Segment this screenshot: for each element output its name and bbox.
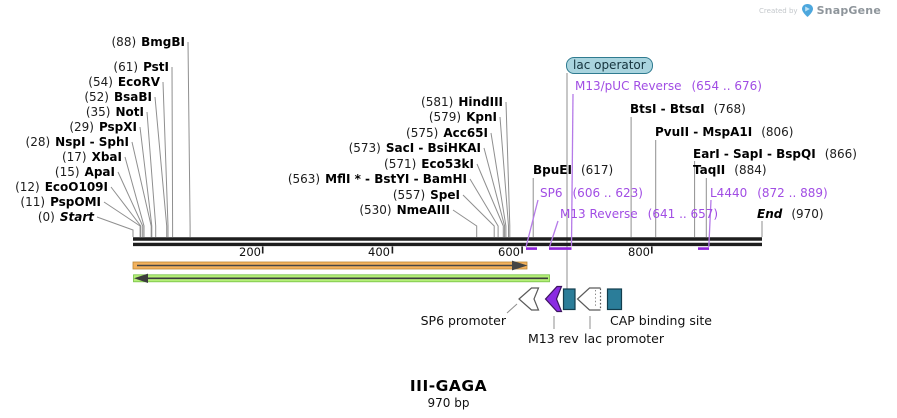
snapgene-watermark: Created by SnapGene [759, 4, 881, 17]
axis-tick-800: 800 [628, 245, 650, 259]
enzyme-label-nmeaiii: (530)NmeAIII [359, 203, 450, 217]
sp6-promoter-glyph [518, 287, 540, 311]
enzyme-label-spei: (557)SpeI [392, 188, 460, 202]
sequence-title: III-GAGA [409, 377, 488, 395]
feature-label-leader-lines [506, 303, 591, 329]
enzyme-label-ecorv: (54)EcoRV [88, 75, 160, 89]
primer-label-m13-puc-reverse: M13/pUC Reverse(654 .. 676) [575, 79, 762, 93]
enzyme-label-bsabi: (52)BsaBI [84, 90, 152, 104]
start-label: (0)Start [37, 210, 94, 224]
axis-tick-600: 600 [498, 245, 520, 259]
enzyme-label-apai: (15)ApaI [54, 165, 115, 179]
enzyme-label-pspomi: (11)PspOMI [20, 195, 101, 209]
leader-lines-middle [452, 101, 511, 237]
enzyme-label-taqii: TaqII(884) [693, 163, 767, 177]
enzyme-label-ecoo109i: (12)EcoO109I [15, 180, 108, 194]
axis-tick-400: 400 [368, 245, 390, 259]
scale-ticks [261, 246, 653, 254]
enzyme-label-eari-sapi-bspqi: EarI - SapI - BspQI(866) [693, 147, 857, 161]
lac-operator-glyph [562, 288, 576, 311]
cap-binding-site-glyph [606, 288, 623, 311]
primer-label-sp6: SP6(606 .. 623) [540, 186, 643, 200]
feature-label-lac-promoter: lac promoter [584, 331, 664, 346]
created-by-text: Created by [759, 6, 798, 15]
sequence-bar [133, 237, 762, 247]
snapgene-logo-icon [801, 4, 813, 17]
enzyme-label-saci-bsihkai: (573)SacI - BsiHKAI [348, 141, 481, 155]
end-label: End(970) [757, 207, 824, 221]
leader-lines-right [532, 117, 763, 237]
enzyme-label-acc65i: (575)Acc65I [406, 126, 488, 140]
forward-feature-arrow [132, 260, 528, 271]
enzyme-label-bmgbi: (88)BmgBI [111, 35, 186, 49]
primer-label-m13-reverse: M13 Reverse(641 .. 657) [560, 207, 719, 221]
sequence-length: 970 bp [427, 396, 470, 410]
primer-label-l4440: L4440(872 .. 889) [710, 186, 828, 200]
snapgene-brand-text: SnapGene [816, 4, 881, 17]
m13-rev-primer-glyph [544, 285, 563, 313]
feature-label-cap-binding-site: CAP binding site [610, 313, 712, 328]
enzyme-label-pspxi: (29)PspXI [69, 120, 137, 134]
primer-annotations [525, 93, 712, 250]
enzyme-label-eco53ki: (571)Eco53kI [384, 157, 474, 171]
enzyme-label-psti: (61)PstI [113, 60, 169, 74]
enzyme-label-noti: (35)NotI [85, 105, 144, 119]
enzyme-label-mfli-bstyi-bamhi: (563)MflI * - BstYI - BamHI [287, 172, 467, 186]
enzyme-label-hindiii: (581)HindIII [421, 95, 503, 109]
enzyme-label-kpni: (579)KpnI [428, 110, 497, 124]
enzyme-label-xbai: (17)XbaI [61, 150, 122, 164]
lac-operator-badge: lac operator [566, 57, 653, 74]
axis-tick-200: 200 [239, 245, 261, 259]
lac-promoter-glyph [576, 287, 602, 311]
feature-label-sp6-promoter: SP6 promoter [420, 313, 506, 328]
feature-label-m13-rev: M13 rev [528, 331, 579, 346]
leader-lines-left [96, 41, 191, 237]
enzyme-label-pvuii-mspa1i: PvuII - MspA1I(806) [655, 125, 794, 139]
enzyme-label-bpuei: BpuEI(617) [533, 163, 614, 177]
reverse-feature-arrow [133, 273, 550, 283]
enzyme-label-btsi-btsai: BtsI - BtsαI(768) [630, 102, 746, 116]
enzyme-label-nspi-sphi: (28)NspI - SphI [25, 135, 129, 149]
